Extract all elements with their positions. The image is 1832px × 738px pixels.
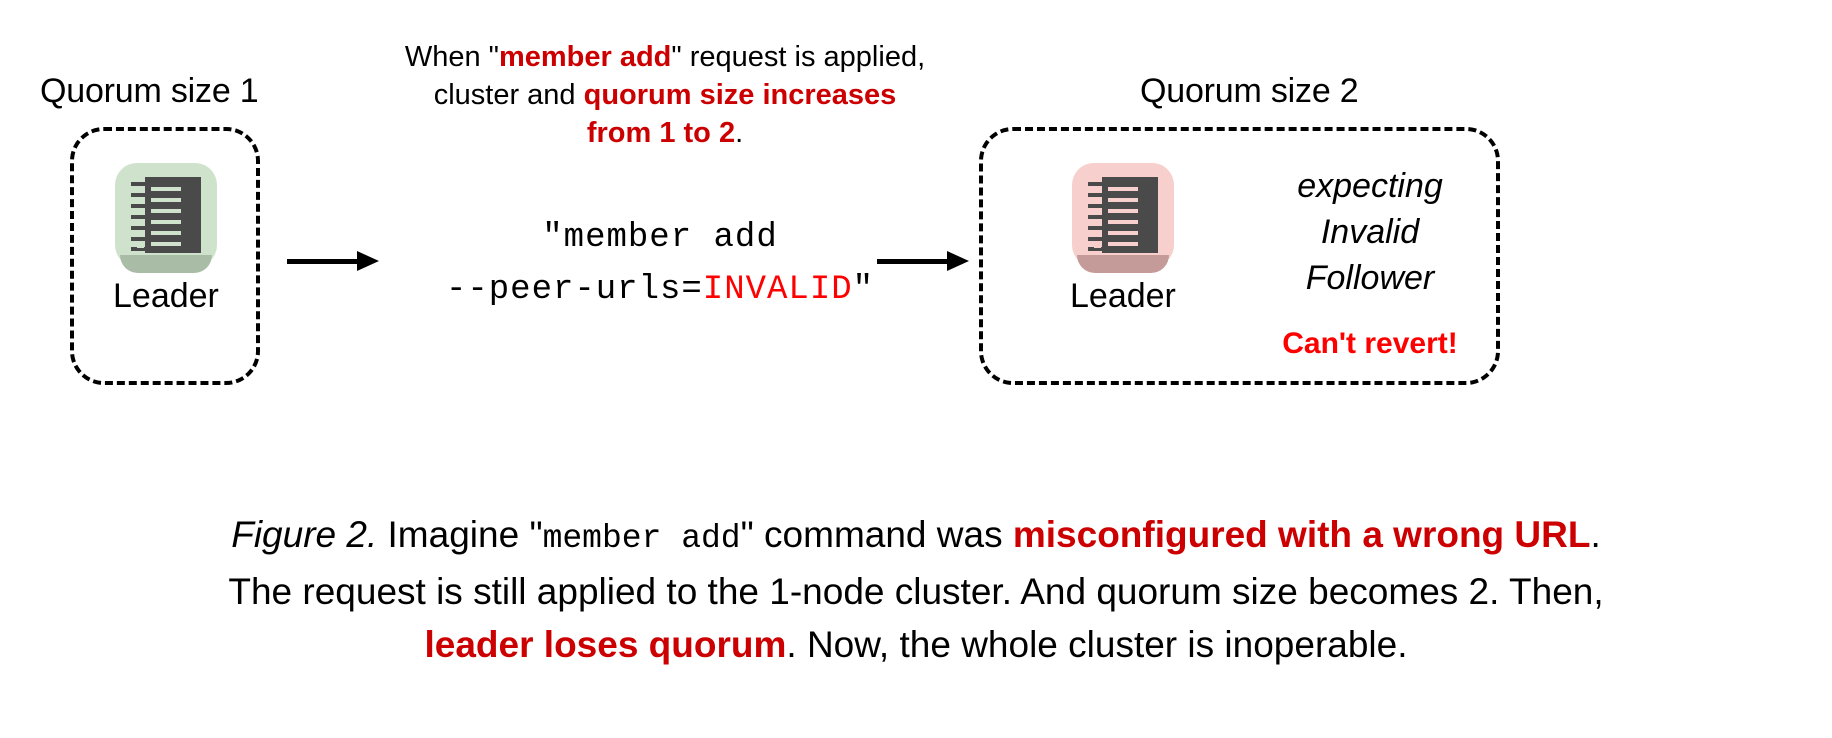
caption-seg-1: Imagine ": [377, 514, 543, 555]
rack-line: [1107, 209, 1138, 213]
server-rack-icon: [114, 163, 217, 273]
rack-tick: [1087, 182, 1102, 186]
top-note-quorum-increase-highlight: quorum size increases: [583, 79, 897, 111]
top-note-line-3: from 1 to 2.: [355, 114, 975, 152]
caption-misconfigured-highlight: misconfigured with a wrong URL: [1012, 514, 1591, 555]
rack-led: [1093, 241, 1101, 248]
expecting-line-1: expecting: [1297, 167, 1443, 205]
command-invalid-value: INVALID: [702, 271, 853, 309]
top-explanation-note: When "member add" request is applied, cl…: [355, 38, 975, 152]
rack-led: [136, 230, 144, 237]
command-text-block: "member add --peer-urls=INVALID": [370, 212, 950, 316]
arrow-shaft: [877, 259, 949, 264]
command-flag: --peer-urls=: [445, 271, 703, 309]
expecting-line-3: Follower: [1305, 259, 1435, 297]
command-closing-quote: ": [852, 271, 875, 309]
icon-drop-shadow: [119, 255, 212, 273]
rack-line: [1107, 187, 1138, 191]
top-note-l1-prefix: When ": [404, 41, 499, 73]
icon-drop-shadow: [1076, 255, 1169, 273]
rack-line: [150, 242, 181, 246]
rack-tick: [130, 226, 145, 230]
caption-seg-3: .: [1590, 514, 1601, 555]
top-note-line-2: cluster and quorum size increases: [355, 76, 975, 114]
rack-tick: [130, 237, 145, 241]
left-cluster-boundary: [70, 127, 260, 385]
rack-graphic: [1087, 177, 1158, 253]
rack-line: [150, 209, 181, 213]
right-cluster-boundary: [979, 127, 1500, 385]
figure-caption: Figure 2. Imagine "member add" command w…: [0, 508, 1832, 671]
rack-led: [136, 219, 144, 226]
rack-led: [1093, 230, 1101, 237]
top-note-l3-period: .: [735, 117, 744, 149]
top-note-l2-prefix: cluster and: [433, 79, 584, 111]
rack-led: [136, 186, 144, 193]
rack-tick: [130, 247, 145, 251]
rack-line: [150, 198, 181, 202]
caption-mono-command: member add: [542, 520, 741, 557]
rack-led: [1093, 208, 1101, 215]
rack-tick: [1087, 193, 1102, 197]
caption-line-1: Figure 2. Imagine "member add" command w…: [0, 508, 1832, 565]
rack-line: [150, 187, 181, 191]
expecting-invalid-follower-note: expecting Invalid Follower: [1255, 163, 1485, 301]
top-note-line-1: When "member add" request is applied,: [355, 38, 975, 76]
command-line-1: "member add: [542, 219, 778, 257]
caption-line-2: The request is still applied to the 1-no…: [228, 571, 1604, 612]
top-note-member-add-highlight: member add: [498, 41, 672, 73]
rack-led: [136, 197, 144, 204]
left-cluster-node: Leader: [113, 163, 219, 316]
caption-seg-2: " command was: [740, 514, 1013, 555]
arrow-head: [947, 251, 969, 271]
rack-line: [1107, 231, 1138, 235]
rack-led: [1093, 197, 1101, 204]
rack-led: [1093, 219, 1101, 226]
caption-line-3: leader loses quorum. Now, the whole clus…: [0, 618, 1832, 671]
caption-seg-4: . Now, the whole cluster is inoperable.: [786, 624, 1408, 665]
rack-line: [1107, 198, 1138, 202]
rack-led: [136, 208, 144, 215]
command-line-2: --peer-urls=INVALID": [370, 264, 950, 316]
right-cluster-caption: Quorum size 2: [1140, 72, 1359, 110]
right-cluster-node: Leader: [1070, 163, 1176, 316]
rack-line: [150, 220, 181, 224]
rack-graphic: [130, 177, 201, 253]
arrow-head: [357, 251, 379, 271]
rack-tick: [1087, 247, 1102, 251]
caption-leader-loses-quorum-highlight: leader loses quorum: [424, 624, 787, 665]
rack-tick: [1087, 237, 1102, 241]
arrow-right-icon-1: [287, 251, 379, 271]
rack-tick: [130, 204, 145, 208]
top-note-from-1-to-2-highlight: from 1 to 2: [586, 117, 736, 149]
rack-tick: [1087, 226, 1102, 230]
rack-tick: [1087, 204, 1102, 208]
left-cluster-caption: Quorum size 1: [40, 72, 259, 110]
cant-revert-warning: Can't revert!: [1282, 327, 1458, 360]
rack-led: [136, 241, 144, 248]
rack-tick: [130, 182, 145, 186]
rack-line: [1107, 242, 1138, 246]
top-note-l1-suffix: " request is applied,: [671, 41, 926, 73]
rack-tick: [1087, 215, 1102, 219]
arrow-right-icon-2: [877, 251, 969, 271]
rack-tick: [130, 215, 145, 219]
right-node-role-label: Leader: [1070, 277, 1176, 315]
rack-led: [1093, 186, 1101, 193]
arrow-shaft: [287, 259, 359, 264]
left-node-role-label: Leader: [113, 277, 219, 315]
server-rack-icon: [1071, 163, 1174, 273]
caption-figure-label: Figure 2.: [231, 514, 378, 555]
rack-line: [1107, 220, 1138, 224]
expecting-line-2: Invalid: [1320, 213, 1420, 251]
rack-line: [150, 231, 181, 235]
rack-tick: [130, 193, 145, 197]
